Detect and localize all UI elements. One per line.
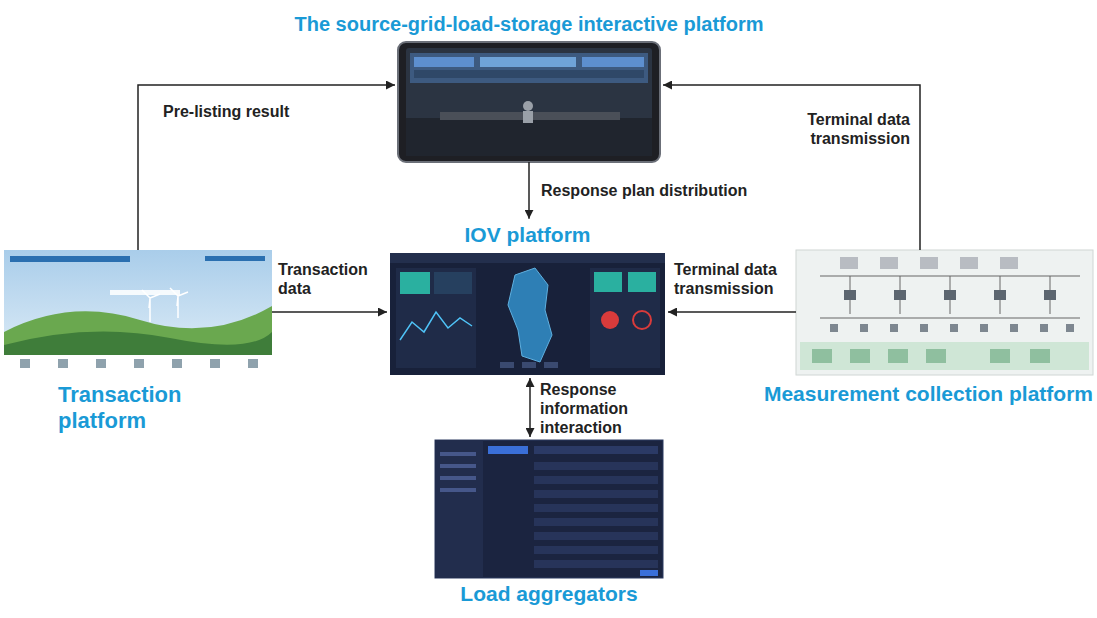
connector-arrow [528, 162, 530, 219]
floor [406, 118, 652, 156]
connector-arrow [668, 311, 796, 313]
hills [4, 306, 272, 355]
platform-heading: The source-grid-load-storage interactive… [295, 12, 764, 36]
terminal-icons [812, 349, 1050, 363]
platform-node: Transaction platform [4, 250, 272, 378]
province-map [508, 268, 552, 362]
person [523, 111, 533, 123]
platform-heading: Measurement collection platform [764, 381, 1093, 406]
terminal-band [800, 342, 1089, 370]
stat-tile [434, 272, 472, 294]
dashboard-ground [390, 253, 665, 375]
sidebar-items [440, 452, 476, 492]
connector-label: Terminal data transmission [780, 110, 910, 148]
screen [406, 48, 652, 156]
connector-arrow [529, 378, 531, 437]
header-bar [534, 446, 658, 454]
menu-strip [4, 355, 272, 378]
sky [4, 250, 272, 378]
wall-panel [414, 70, 644, 78]
connector-label: Response plan distribution [541, 181, 801, 200]
page-button [640, 570, 658, 576]
line-chart [400, 312, 472, 340]
connector-label: Terminal data transmission [674, 260, 799, 298]
table-rows [534, 462, 658, 568]
connector-label: Transaction data [278, 260, 388, 298]
network-ground [796, 250, 1093, 375]
wall-panel [582, 57, 644, 67]
platform-node: IOV platform [390, 253, 665, 375]
sidebar [435, 440, 483, 578]
platform-heading: Load aggregators [460, 581, 637, 606]
connector-arrow [272, 311, 387, 313]
gauge [633, 311, 651, 329]
gauge [601, 311, 619, 329]
menu-icons [20, 359, 258, 368]
iov-dashboard [390, 253, 665, 375]
stat-tile [628, 272, 656, 292]
measurement-network [796, 250, 1093, 375]
transaction-page [4, 250, 272, 378]
platform-heading: Transaction platform [58, 382, 218, 435]
connector-label: Response information interaction [540, 380, 640, 438]
person [523, 101, 533, 111]
top-bar [390, 253, 665, 263]
wall-panel [480, 57, 576, 67]
stat-tile [400, 272, 430, 294]
platform-heading: IOV platform [464, 222, 590, 247]
platform-node: Load aggregators [435, 440, 663, 578]
left-panel [396, 268, 476, 368]
right-panel [590, 268, 660, 368]
page-ground [435, 440, 663, 578]
login-bar [205, 256, 265, 261]
stat-tile [594, 272, 622, 292]
video-wall [410, 53, 648, 83]
hills [4, 331, 272, 355]
meters [830, 324, 1074, 332]
wall-panel [414, 57, 474, 67]
connector-arrow [138, 85, 395, 250]
aggregator-page [435, 440, 663, 578]
connector-label: Pre-listing result [163, 102, 363, 121]
connector-arrow [663, 85, 920, 250]
wind-turbines [142, 288, 188, 322]
platform-node: The source-grid-load-storage interactive… [398, 42, 660, 162]
network-wires [820, 276, 1080, 318]
search-bar [488, 446, 528, 454]
platform-node: Measurement collection platform [796, 250, 1093, 375]
concentrators [844, 290, 1056, 300]
buttons [500, 362, 558, 368]
control-room-photo [398, 42, 660, 162]
logo-bar [10, 256, 130, 262]
tablet-frame [398, 42, 660, 162]
servers [840, 257, 1018, 269]
